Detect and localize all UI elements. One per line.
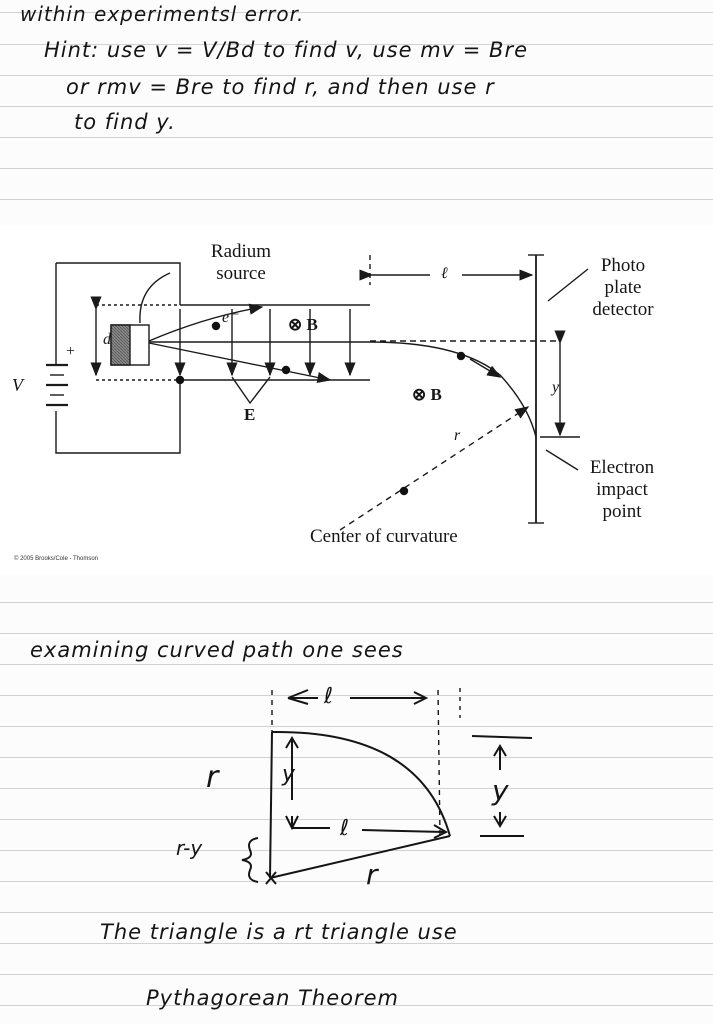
note-line-1: within experimentsl error. [20,2,305,26]
magnetic-field-B-right: ⊗ B [412,385,442,404]
electric-field-E: E [244,405,256,424]
y-right-sketch: y [492,774,509,807]
electron-deflection-figure: Radium source Photo plate detector Elect… [0,225,713,575]
figure-copyright: © 2005 Brooks/Cole - Thomson [14,556,99,562]
note-line-4: to find y. [74,110,176,134]
deflection-y-figure: y [552,379,560,397]
length-ell-figure: ℓ [441,265,448,282]
figure-drawing [46,254,589,531]
electron-e-minus: e⁻ [222,309,238,326]
r-left-sketch: r [206,760,219,795]
r-minus-y-sketch: r-y [176,836,203,860]
voltage-V: V [12,375,23,395]
center-of-curvature-label: Center of curvature [310,526,458,547]
conclusion-line-1: The triangle is a rt triangle use [100,920,458,944]
geometry-sketch: ℓ ℓ y y r r r-y [0,640,713,900]
y-left-sketch: y [282,762,296,787]
radius-r-figure: r [454,427,461,444]
plate-separation-d: d [103,331,111,348]
r-bottom-sketch: r [366,858,378,891]
radium-source-label: Radium source [210,241,272,284]
sketch-drawing [241,688,533,885]
ell-mid-sketch: ℓ [340,816,350,841]
conclusion-line-2: Pythagorean Theorem [146,986,400,1010]
magnetic-field-B-top: ⊗ B [288,315,318,334]
note-line-2: Hint: use v = V/Bd to find v, use mv = B… [44,38,528,62]
photo-plate-detector-label: Photo plate detector [592,255,654,320]
electron-impact-point-label: Electron impact point [589,457,655,522]
battery-plus: + [66,343,76,360]
sketch-heading: examining curved path one sees [30,638,404,662]
note-line-3: or rmv = Bre to find r, and then use r [66,75,495,99]
ell-top-sketch: ℓ [324,684,334,709]
